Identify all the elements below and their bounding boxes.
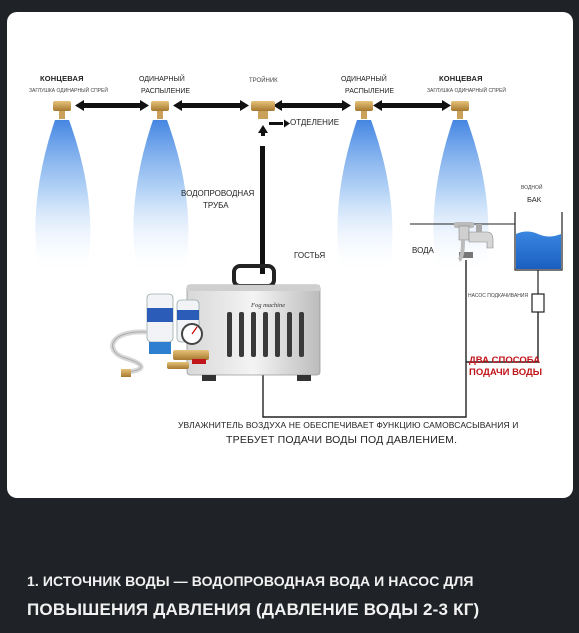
spray-cone-3 [337, 120, 393, 274]
nozzle-single-left [151, 101, 169, 119]
label-end-right-sub: ЗАГЛУШКА ОДИНАРНЫЙ СПРЕЙ [427, 88, 506, 94]
tee-fitting [251, 101, 275, 119]
label-single-right-title: ОДИНАРНЫЙ [341, 76, 387, 83]
nozzle-end-left [53, 101, 71, 119]
label-tee: ТРОЙНИК [249, 78, 278, 84]
label-end-left-sub: ЗАГЛУШКА ОДИНАРНЫЙ СПРЕЙ [29, 88, 108, 94]
pipe-arrows [75, 100, 451, 111]
branch-arrows [258, 119, 290, 136]
caption-line-1: 1. ИСТОЧНИК ВОДЫ — ВОДОПРОВОДНАЯ ВОДА И … [27, 573, 474, 589]
nozzle-end-right [451, 101, 469, 119]
caption-line-2: ПОВЫШЕНИЯ ДАВЛЕНИЯ (ДАВЛЕНИЕ ВОДЫ 2-3 КГ… [27, 600, 480, 619]
label-guest: ГОСТЬЯ [294, 251, 326, 260]
nozzle-single-right [355, 101, 373, 119]
label-water-pipe-1: ВОДОПРОВОДНАЯ [181, 189, 255, 198]
label-pump: НАСОС ПОДКАЧИВАНИЯ [468, 293, 529, 299]
label-two-ways-2: ПОДАЧИ ВОДЫ [469, 367, 543, 378]
label-branch: ОТДЕЛЕНИЕ [290, 118, 340, 127]
label-water: ВОДА [412, 246, 434, 255]
label-end-left-title: КОНЦЕВАЯ [40, 74, 84, 83]
supply-line [262, 260, 539, 418]
label-tank-1: ВОДНОЙ [521, 185, 543, 191]
diagram-graphics [35, 100, 563, 418]
diagram-card: КОНЦЕВАЯ ЗАГЛУШКА ОДИНАРНЫЙ СПРЕЙ ОДИНАР… [7, 12, 573, 498]
note-line-2: ТРЕБУЕТ ПОДАЧИ ВОДЫ ПОД ДАВЛЕНИЕМ. [226, 434, 458, 446]
label-tank-2: БАК [527, 195, 542, 204]
label-single-left-sub: РАСПЫЛЕНИЕ [141, 88, 191, 95]
spray-cone-2 [133, 120, 189, 274]
pump-icon [531, 270, 545, 313]
faucet-icon [454, 222, 494, 262]
supply-pipe [260, 146, 265, 274]
label-two-ways-1: ДВА СПОСОБА [469, 355, 541, 366]
label-end-right-title: КОНЦЕВАЯ [439, 74, 483, 83]
label-single-left-title: ОДИНАРНЫЙ [139, 76, 185, 83]
spray-cone-1 [35, 120, 91, 274]
label-water-pipe-2: ТРУБА [203, 201, 229, 210]
label-single-right-sub: РАСПЫЛЕНИЕ [345, 88, 395, 95]
water-tank-icon [514, 212, 563, 271]
fog-machine [110, 264, 321, 381]
note-line-1: УВЛАЖНИТЕЛЬ ВОЗДУХА НЕ ОБЕСПЕЧИВАЕТ ФУНК… [178, 420, 519, 430]
machine-brand-logo: Fog machine [251, 302, 286, 309]
